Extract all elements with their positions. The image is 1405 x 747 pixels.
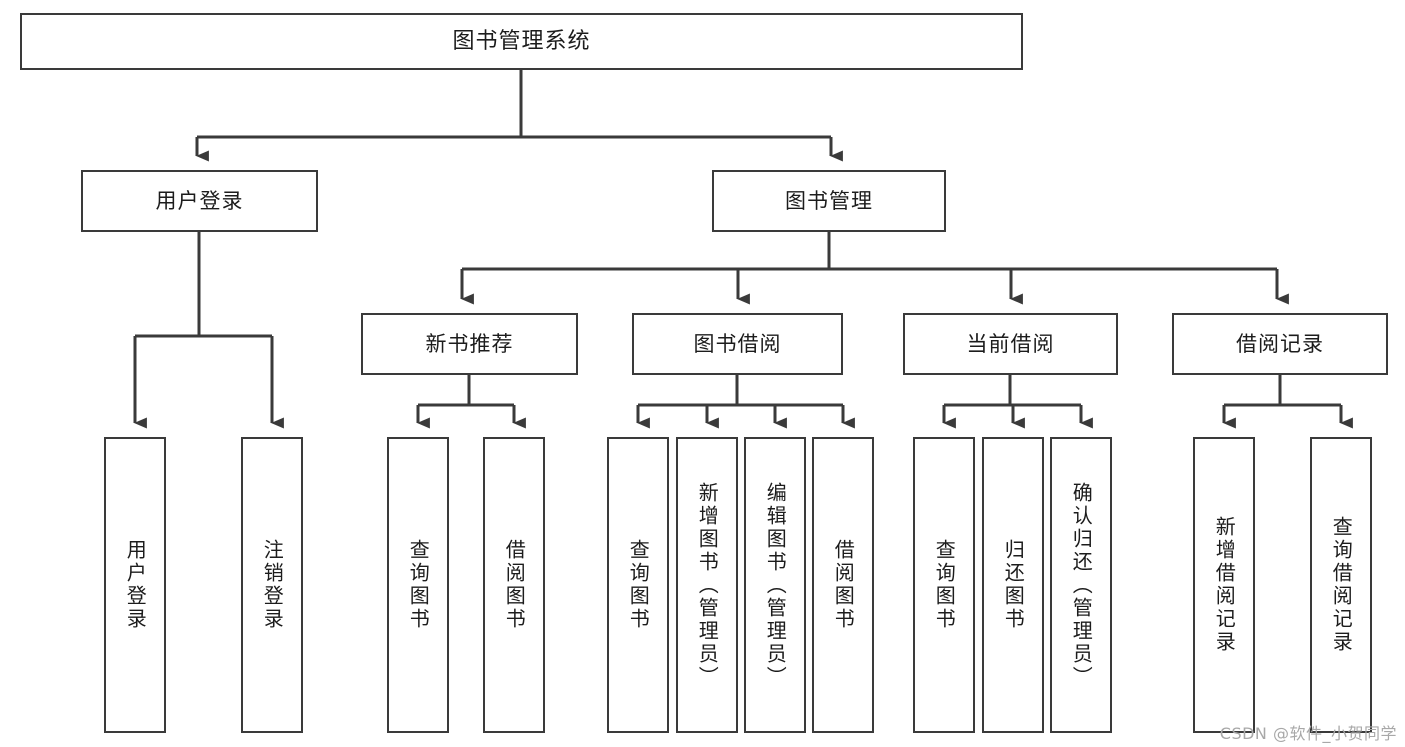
node-leaf-confirm-return-label: 确认归还（管理员） xyxy=(1069,481,1094,689)
node-leaf-query-record-label: 查询借阅记录 xyxy=(1329,516,1354,654)
node-leaf-query-record[interactable]: 查询借阅记录 xyxy=(1310,437,1372,733)
node-current-borrow[interactable]: 当前借阅 xyxy=(903,313,1118,375)
node-leaf-return-book-label: 归还图书 xyxy=(1001,539,1026,631)
node-book-borrow-label: 图书借阅 xyxy=(693,331,782,356)
node-leaf-query-book-3-label: 查询图书 xyxy=(932,539,957,631)
node-borrow-record-label: 借阅记录 xyxy=(1236,331,1324,356)
node-book-management-label: 图书管理 xyxy=(785,188,873,213)
node-user-login[interactable]: 用户登录 xyxy=(81,170,318,232)
node-book-borrow[interactable]: 图书借阅 xyxy=(632,313,843,375)
node-new-book-recommend[interactable]: 新书推荐 xyxy=(361,313,578,375)
node-user-login-label: 用户登录 xyxy=(155,188,244,213)
node-leaf-return-book[interactable]: 归还图书 xyxy=(982,437,1044,733)
node-leaf-add-record[interactable]: 新增借阅记录 xyxy=(1193,437,1255,733)
node-leaf-query-book-2-label: 查询图书 xyxy=(626,539,651,631)
node-leaf-user-login[interactable]: 用户登录 xyxy=(104,437,166,733)
node-leaf-query-book-3[interactable]: 查询图书 xyxy=(913,437,975,733)
node-borrow-record[interactable]: 借阅记录 xyxy=(1172,313,1388,375)
node-leaf-add-book[interactable]: 新增图书（管理员） xyxy=(676,437,738,733)
node-leaf-query-book-1[interactable]: 查询图书 xyxy=(387,437,449,733)
node-leaf-edit-book-label: 编辑图书（管理员） xyxy=(763,481,788,689)
node-leaf-borrow-book-2-label: 借阅图书 xyxy=(831,539,856,631)
node-root[interactable]: 图书管理系统 xyxy=(20,13,1023,70)
node-leaf-borrow-book-1[interactable]: 借阅图书 xyxy=(483,437,545,733)
node-leaf-add-record-label: 新增借阅记录 xyxy=(1212,516,1237,654)
node-leaf-borrow-book-2[interactable]: 借阅图书 xyxy=(812,437,874,733)
watermark: CSDN @软件_小贺同学 xyxy=(1219,724,1397,743)
node-leaf-borrow-book-1-label: 借阅图书 xyxy=(502,539,527,631)
node-leaf-logout-login[interactable]: 注销登录 xyxy=(241,437,303,733)
node-leaf-confirm-return[interactable]: 确认归还（管理员） xyxy=(1050,437,1112,733)
node-leaf-logout-login-label: 注销登录 xyxy=(260,539,285,631)
node-leaf-user-login-label: 用户登录 xyxy=(123,539,148,631)
node-leaf-edit-book[interactable]: 编辑图书（管理员） xyxy=(744,437,806,733)
node-new-book-recommend-label: 新书推荐 xyxy=(425,331,514,356)
node-leaf-query-book-2[interactable]: 查询图书 xyxy=(607,437,669,733)
node-leaf-query-book-1-label: 查询图书 xyxy=(406,539,431,631)
node-leaf-add-book-label: 新增图书（管理员） xyxy=(695,481,720,689)
node-root-label: 图书管理系统 xyxy=(452,28,591,54)
node-book-management[interactable]: 图书管理 xyxy=(712,170,946,232)
node-current-borrow-label: 当前借阅 xyxy=(966,331,1055,356)
